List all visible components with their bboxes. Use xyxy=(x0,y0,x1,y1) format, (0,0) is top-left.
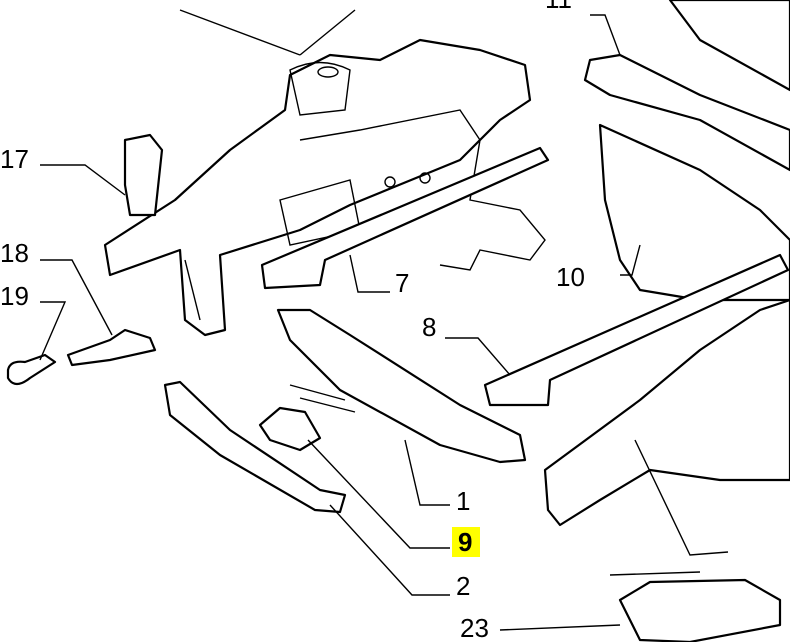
callout-10: 10 xyxy=(556,262,585,292)
callout-8: 8 xyxy=(422,312,437,342)
callout-7: 7 xyxy=(395,268,410,298)
part-2[interactable] xyxy=(163,380,347,514)
callout-23: 23 xyxy=(460,613,489,642)
part-17[interactable] xyxy=(123,133,164,217)
part-23[interactable] xyxy=(618,578,782,642)
part-19[interactable] xyxy=(6,353,57,386)
callout-11: 11 xyxy=(545,0,572,12)
leader-lines xyxy=(39,9,729,631)
part-body-panel xyxy=(668,0,790,92)
callout-1: 1 xyxy=(456,486,471,516)
part-7[interactable] xyxy=(260,146,550,290)
part-9[interactable] xyxy=(258,406,322,452)
callout-17: 17 xyxy=(0,144,29,174)
part-front-frame[interactable] xyxy=(103,38,546,337)
part-10[interactable] xyxy=(598,123,790,302)
part-1[interactable] xyxy=(276,308,527,464)
part-8[interactable] xyxy=(483,253,790,407)
callout-9-highlighted: 9 xyxy=(452,527,481,557)
part-11[interactable] xyxy=(583,53,790,172)
callout-2: 2 xyxy=(456,571,471,601)
callout-18: 18 xyxy=(0,238,29,268)
callout-19: 19 xyxy=(0,281,29,311)
part-right-rail xyxy=(543,298,790,527)
part-18[interactable] xyxy=(66,328,157,367)
